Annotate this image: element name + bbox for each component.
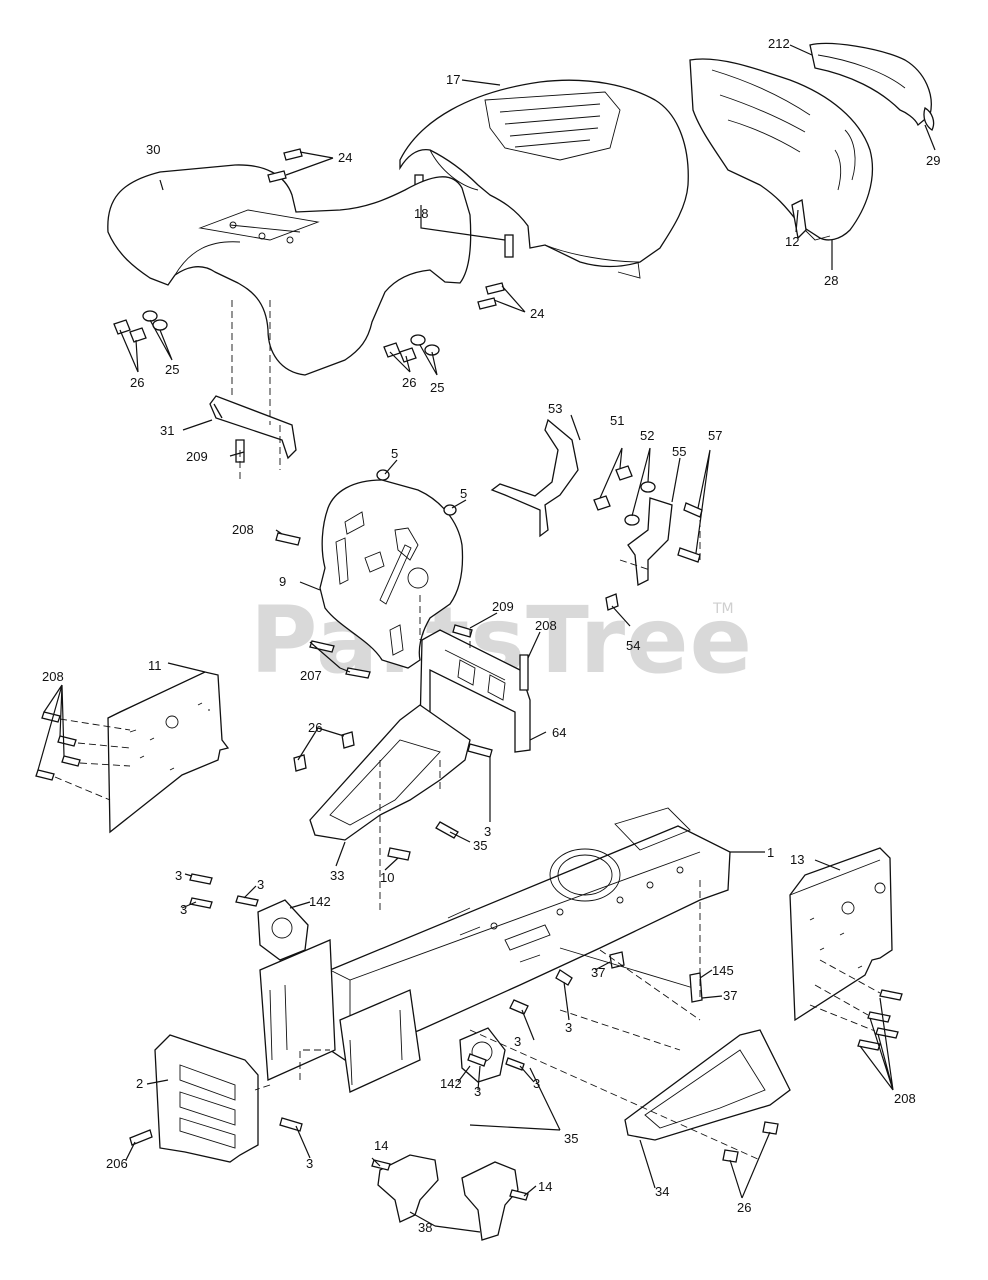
callout-26: 26 — [402, 375, 416, 390]
callout-14: 14 — [538, 1179, 552, 1194]
callout-31: 31 — [160, 423, 174, 438]
screw-part — [267, 148, 505, 310]
rod-part — [689, 972, 703, 1003]
callout-3: 3 — [565, 1020, 572, 1035]
callout-5: 5 — [460, 486, 467, 501]
fender-part — [107, 164, 472, 376]
callout-37: 37 — [591, 965, 605, 980]
callout-17: 17 — [446, 72, 460, 87]
callout-9: 9 — [279, 574, 286, 589]
callout-3: 3 — [484, 824, 491, 839]
callout-54: 54 — [626, 638, 640, 653]
main-frame-part — [329, 807, 731, 1061]
hood-pin-part — [504, 234, 514, 258]
callout-2: 2 — [136, 1076, 143, 1091]
hood-part — [399, 79, 689, 279]
callout-3: 3 — [533, 1076, 540, 1091]
callout-53: 53 — [548, 401, 562, 416]
callout-14: 14 — [374, 1138, 388, 1153]
callout-34: 34 — [655, 1184, 669, 1199]
callout-55: 55 — [672, 444, 686, 459]
callout-3: 3 — [257, 877, 264, 892]
callout-1: 1 — [767, 845, 774, 860]
callout-38: 38 — [418, 1220, 432, 1235]
side-panel-right-part — [789, 847, 903, 1051]
callout-26: 26 — [130, 375, 144, 390]
callout-25: 25 — [165, 362, 179, 377]
callout-3: 3 — [514, 1034, 521, 1049]
callout-35: 35 — [564, 1131, 578, 1146]
callout-5: 5 — [391, 446, 398, 461]
callout-26: 26 — [737, 1200, 751, 1215]
pivot-bracket-part — [371, 1154, 529, 1241]
callout-142: 142 — [309, 894, 331, 909]
callout-207: 207 — [300, 668, 322, 683]
footrest-part — [624, 1029, 791, 1163]
callout-10: 10 — [380, 870, 394, 885]
callout-209: 209 — [186, 449, 208, 464]
callout-3: 3 — [474, 1084, 481, 1099]
callout-64: 64 — [552, 725, 566, 740]
headlight-lens-part — [809, 42, 935, 131]
callout-208: 208 — [894, 1091, 916, 1106]
lift-bracket-part — [490, 418, 579, 538]
dash-panel-part — [275, 469, 464, 679]
bolt-part — [189, 873, 625, 1071]
callout-57: 57 — [708, 428, 722, 443]
fender-bracket-part — [209, 395, 297, 463]
callout-145: 145 — [712, 963, 734, 978]
callout-212: 212 — [768, 36, 790, 51]
callout-29: 29 — [926, 153, 940, 168]
callout-24: 24 — [338, 150, 352, 165]
callout-labels: 17 212 29 30 24 18 12 28 24 26 25 26 25 … — [42, 36, 940, 1235]
callout-35: 35 — [473, 838, 487, 853]
front-bumper-part — [129, 1034, 303, 1163]
callout-33: 33 — [330, 868, 344, 883]
callout-208: 208 — [42, 669, 64, 684]
callout-51: 51 — [610, 413, 624, 428]
callout-142: 142 — [440, 1076, 462, 1091]
callout-13: 13 — [790, 852, 804, 867]
callout-3: 3 — [175, 868, 182, 883]
callout-209: 209 — [492, 599, 514, 614]
callout-208: 208 — [535, 618, 557, 633]
rod-part — [559, 947, 701, 991]
side-panel-left-part — [35, 671, 230, 834]
washer-nut-part — [113, 310, 440, 363]
callout-25: 25 — [430, 380, 444, 395]
callout-12: 12 — [785, 234, 799, 249]
callout-24: 24 — [530, 306, 544, 321]
callout-11: 11 — [148, 658, 162, 673]
callout-26: 26 — [308, 720, 322, 735]
callout-208: 208 — [232, 522, 254, 537]
callout-3: 3 — [180, 902, 187, 917]
footrest-part — [293, 704, 493, 861]
frame-plate-part — [259, 939, 421, 1093]
callout-206: 206 — [106, 1156, 128, 1171]
watermark-trademark: TM — [712, 601, 734, 617]
grille-part — [689, 58, 874, 241]
callout-52: 52 — [640, 428, 654, 443]
callout-28: 28 — [824, 273, 838, 288]
leader-lines — [37, 44, 936, 1233]
lift-arm-part — [593, 465, 703, 611]
callout-18: 18 — [414, 206, 428, 221]
axle-bracket-part — [257, 899, 506, 1083]
callout-3: 3 — [306, 1156, 313, 1171]
callout-37: 37 — [723, 988, 737, 1003]
callout-30: 30 — [146, 142, 160, 157]
